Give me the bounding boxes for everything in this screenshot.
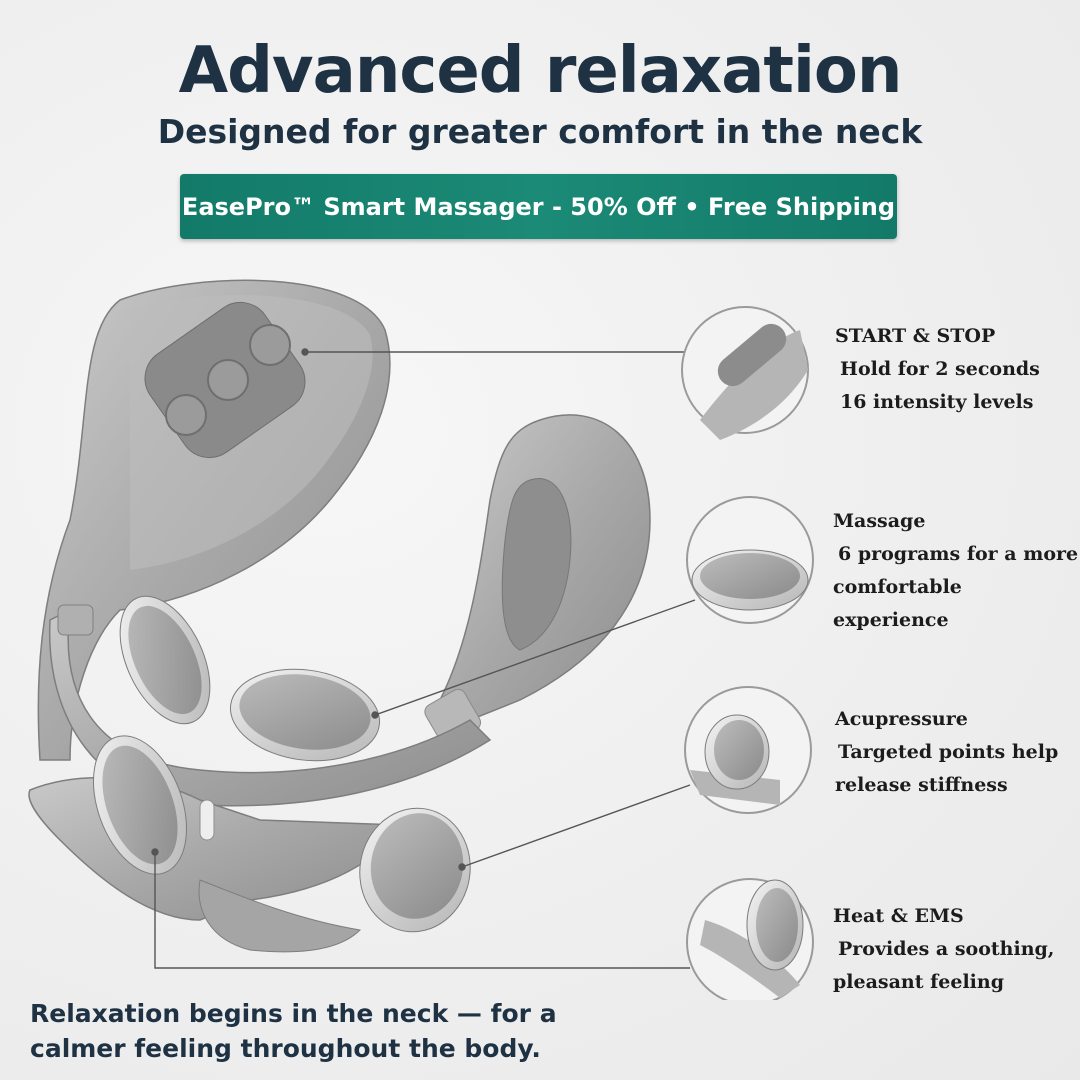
massage-pads [92, 595, 471, 933]
detail-circle-heat-ems [686, 878, 814, 1000]
massager-illustration [28, 279, 814, 1000]
footer-tagline: Relaxation begins in the neck — for a ca… [30, 996, 590, 1066]
feature-line: Provides a soothing, [838, 938, 1055, 960]
promo-banner-label: EasePro™ Smart Massager - 50% Off • Free… [181, 192, 896, 221]
page-title: Advanced relaxation [178, 34, 903, 108]
left-arm [37, 279, 391, 761]
detail-circle-start-stop [681, 306, 809, 440]
feature-heading: START & STOP [835, 325, 996, 347]
footer-line: Relaxation begins in the neck — for a [30, 999, 557, 1028]
feature-heading: Heat & EMS [833, 905, 964, 927]
feature-line: pleasant feeling [833, 971, 1004, 993]
callout-lines [151, 348, 696, 969]
feature-heading: Acupressure [835, 708, 968, 730]
right-arm [424, 414, 651, 746]
feature-line: 6 programs for a more [838, 543, 1079, 565]
feature-heading: Massage [833, 510, 926, 532]
promo-banner[interactable]: EasePro™ Smart Massager - 50% Off • Free… [180, 174, 897, 239]
detail-circle-massage [686, 496, 814, 624]
feature-acupressure: Acupressure Targeted points help release… [835, 703, 1058, 802]
feature-line: release stiffness [835, 774, 1008, 796]
feature-massage: Massage 6 programs for a more comfortabl… [833, 505, 1080, 637]
feature-line: Targeted points help [838, 741, 1059, 763]
feature-heat-ems: Heat & EMS Provides a soothing, pleasant… [833, 900, 1054, 999]
detail-circle-acupressure [684, 686, 812, 814]
feature-line: comfortable experience [833, 576, 962, 631]
footer-line: calmer feeling throughout the body. [30, 1034, 541, 1063]
feature-line: 16 intensity levels [840, 391, 1034, 413]
feature-line: Hold for 2 seconds [840, 358, 1040, 380]
feature-start-stop: START & STOP Hold for 2 seconds 16 inten… [835, 320, 1040, 419]
page-subtitle: Designed for greater comfort in the neck [157, 112, 923, 151]
